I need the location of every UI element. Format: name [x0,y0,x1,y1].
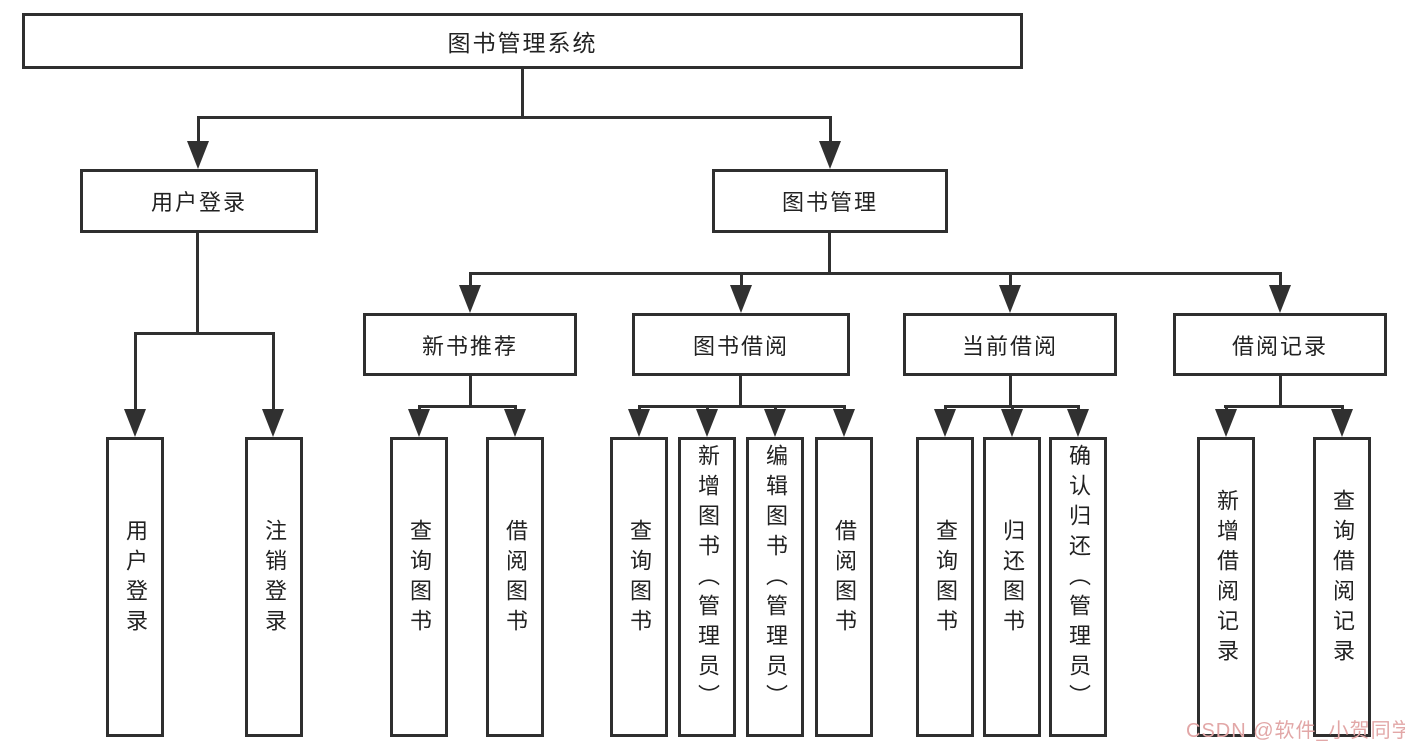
connector-line [828,233,831,273]
connector-arrow [1001,405,1023,437]
node-book-management: 图书管理 [712,169,948,233]
leaf-user-login-label: 用户登录 [123,519,148,639]
leaf-query-borrow-record-label: 查询借阅记录 [1330,489,1355,669]
connector-line [1224,405,1343,408]
connector-line [196,233,199,333]
connector-arrow [262,332,284,437]
node-new-book-recommend: 新书推荐 [363,313,577,376]
leaf-query-books-recommend: 查询图书 [390,437,448,737]
connector-arrow [1067,405,1089,437]
connector-arrow [1215,405,1237,437]
connector-arrow [504,405,526,437]
connector-arrow [833,405,855,437]
csdn-watermark: CSDN @软件_小贺同学 [1186,720,1405,742]
connector-line [469,272,1281,275]
leaf-query-borrow-record: 查询借阅记录 [1313,437,1371,737]
connector-line [197,116,831,119]
connector-arrow [459,272,481,313]
connector-line [1009,376,1012,406]
leaf-edit-books-admin-label: 编辑图书（管理员） [763,444,788,714]
leaf-query-books-borrowing: 查询图书 [610,437,668,737]
leaf-logout-label: 注销登录 [262,519,287,639]
connector-line [469,376,472,406]
connector-arrow [187,116,209,169]
connector-arrow [1331,405,1353,437]
leaf-query-books-recommend-label: 查询图书 [407,519,432,639]
leaf-return-books-label: 归还图书 [1000,519,1025,639]
connector-line [521,69,524,117]
connector-arrow [934,405,956,437]
node-library-system: 图书管理系统 [22,13,1023,69]
leaf-add-borrow-record: 新增借阅记录 [1197,437,1255,737]
connector-arrow [408,405,430,437]
leaf-add-borrow-record-label: 新增借阅记录 [1214,489,1239,669]
connector-line [1279,376,1282,406]
node-book-borrowing: 图书借阅 [632,313,850,376]
connector-arrow [628,405,650,437]
connector-arrow [764,405,786,437]
connector-line [134,332,275,335]
leaf-logout: 注销登录 [245,437,303,737]
connector-arrow [999,272,1021,313]
leaf-borrow-books-borrowing-label: 借阅图书 [832,519,857,639]
connector-line [638,405,845,408]
node-borrowing-records: 借阅记录 [1173,313,1387,376]
connector-arrow [696,405,718,437]
connector-arrow [1269,272,1291,313]
leaf-query-books-borrowing-label: 查询图书 [627,519,652,639]
connector-line [739,376,742,406]
leaf-borrow-books-recommend: 借阅图书 [486,437,544,737]
connector-arrow [124,332,146,437]
connector-arrow [730,272,752,313]
leaf-query-books-current-label: 查询图书 [933,519,958,639]
leaf-confirm-return-admin-label: 确认归还（管理员） [1066,444,1091,714]
leaf-confirm-return-admin: 确认归还（管理员） [1049,437,1107,737]
leaf-user-login: 用户登录 [106,437,164,737]
leaf-return-books: 归还图书 [983,437,1041,737]
leaf-query-books-current: 查询图书 [916,437,974,737]
leaf-add-books-admin: 新增图书（管理员） [678,437,736,737]
leaf-edit-books-admin: 编辑图书（管理员） [746,437,804,737]
connector-line [418,405,516,408]
node-user-login: 用户登录 [80,169,318,233]
leaf-borrow-books-recommend-label: 借阅图书 [503,519,528,639]
connector-arrow [819,116,841,169]
leaf-borrow-books-borrowing: 借阅图书 [815,437,873,737]
leaf-add-books-admin-label: 新增图书（管理员） [695,444,720,714]
node-current-borrowing: 当前借阅 [903,313,1117,376]
